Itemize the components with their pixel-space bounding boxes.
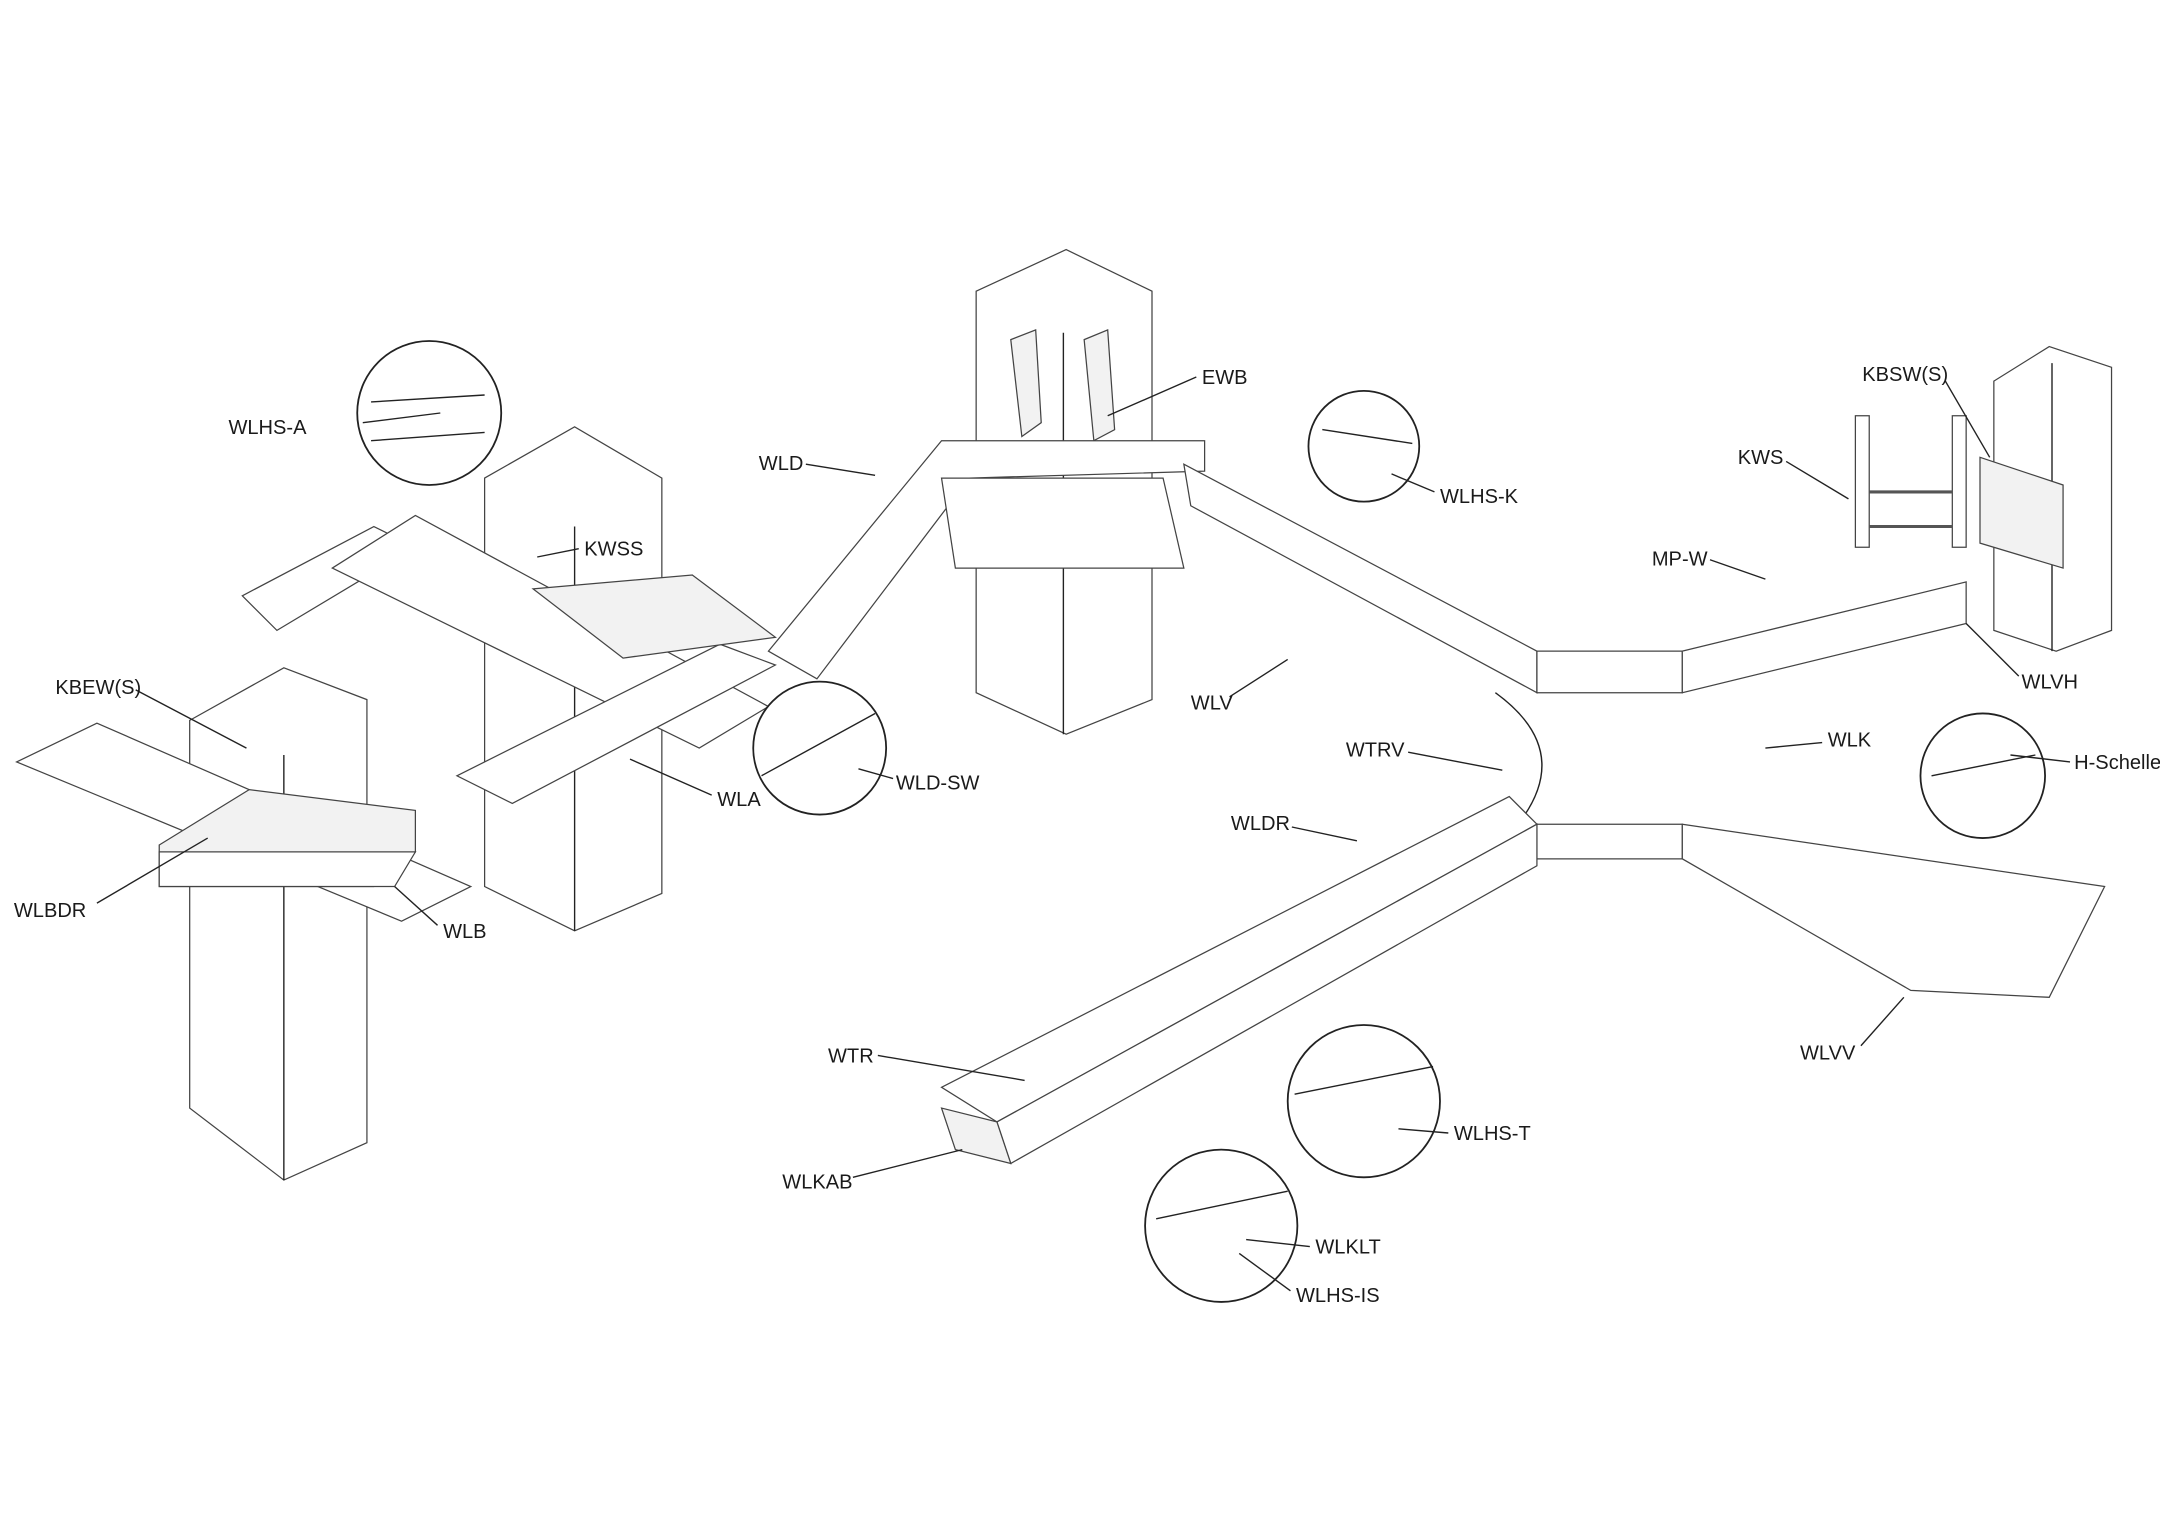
label-wlbdr: WLBDR bbox=[14, 900, 86, 922]
label-wlklt: WLKLT bbox=[1315, 1236, 1380, 1258]
concrete-pillar-left bbox=[189, 667, 368, 1181]
label-wtr: WTR bbox=[828, 1045, 874, 1067]
label-h-schelle: H-Schelle bbox=[2074, 752, 2160, 774]
label-wld: WLD bbox=[759, 453, 804, 475]
cable-ladder-cross bbox=[1494, 692, 2106, 998]
part-labels: WLHS-A KWSS WLD EWB WLHS-K KBSW(S) KWS M… bbox=[14, 364, 2160, 1307]
label-wlvv: WLVV bbox=[1800, 1043, 1856, 1065]
detail-circle-wlhs-a bbox=[356, 340, 503, 486]
detail-circle-wld-sw bbox=[752, 680, 888, 816]
cable-ladder-right-section bbox=[1183, 415, 1967, 694]
cable-ladder-main-diagonal bbox=[331, 440, 1206, 805]
label-wlhs-k: WLHS-K bbox=[1440, 486, 1519, 508]
label-wlhs-a: WLHS-A bbox=[228, 417, 307, 439]
steel-i-beam bbox=[1979, 345, 2113, 652]
label-wlhs-is: WLHS-IS bbox=[1296, 1285, 1380, 1307]
label-kbew-s: KBEW(S) bbox=[55, 677, 141, 699]
detail-circle-h-schelle bbox=[1919, 712, 2046, 839]
label-wld-sw: WLD-SW bbox=[896, 773, 980, 795]
label-wlvh: WLVH bbox=[2022, 672, 2078, 694]
label-wlb: WLB bbox=[443, 921, 486, 943]
label-mp-w: MP-W bbox=[1652, 548, 1708, 570]
label-wldr: WLDR bbox=[1231, 813, 1290, 835]
detail-circle-wlklt bbox=[1144, 1148, 1299, 1303]
label-wlhs-t: WLHS-T bbox=[1454, 1123, 1531, 1145]
detail-circle-wlhs-t bbox=[1286, 1024, 1441, 1179]
label-wlk: WLK bbox=[1828, 730, 1872, 752]
label-ewb: EWB bbox=[1202, 367, 1248, 389]
label-kws: KWS bbox=[1738, 447, 1784, 469]
label-kwss: KWSS bbox=[584, 539, 643, 561]
label-kbsw-s: KBSW(S) bbox=[1862, 364, 1948, 386]
label-wtrv: WTRV bbox=[1346, 739, 1405, 761]
label-wlv: WLV bbox=[1191, 692, 1234, 714]
label-wlkab: WLKAB bbox=[782, 1171, 852, 1193]
leader-lines bbox=[96, 376, 2071, 1292]
label-wla: WLA bbox=[717, 789, 761, 811]
detail-circle-wlhs-k bbox=[1307, 389, 1421, 503]
cable-ladder-covered-front bbox=[940, 795, 1538, 1165]
